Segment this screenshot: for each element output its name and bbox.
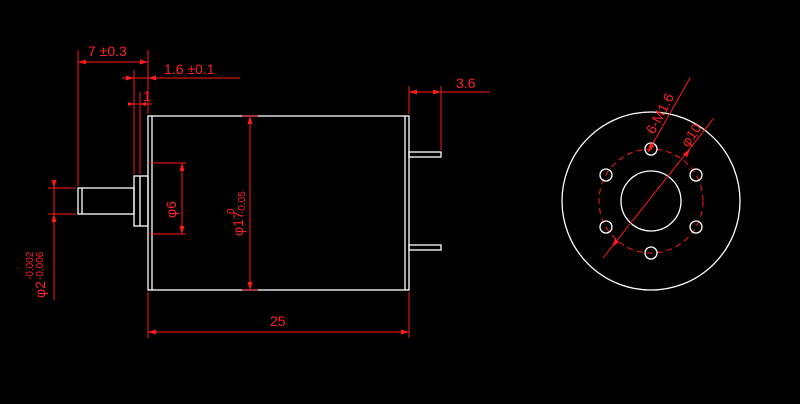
end-view: 6-M1.6 φ10 xyxy=(561,77,741,291)
end-pcd-circle xyxy=(598,148,704,254)
mounting-hole xyxy=(644,246,658,260)
terminal-top xyxy=(408,151,442,158)
dim-body-dia-upper: 0 xyxy=(226,208,237,214)
dim-terminal: 3.6 xyxy=(456,75,476,91)
dim-body-length: 25 xyxy=(270,313,286,329)
dim-body-dia-lower: -0.05 xyxy=(237,191,248,214)
mounting-holes xyxy=(599,142,703,260)
mounting-hole xyxy=(599,168,613,182)
dim-step: 1 xyxy=(143,88,151,104)
front-boss xyxy=(133,175,149,227)
dim-pcd: φ10 xyxy=(677,120,704,150)
dim-boss-dia: φ6 xyxy=(163,201,179,218)
dim-shaft-dia-lower: -0.006 xyxy=(35,251,46,280)
motor-body xyxy=(147,115,410,291)
leader-holes xyxy=(647,77,691,153)
dim-shaft-dia-main: φ2 xyxy=(32,281,48,298)
dim-body-dia-main: φ17 xyxy=(230,211,246,236)
terminal-bottom xyxy=(408,244,442,251)
dim-boss-length: 1.6 ±0.1 xyxy=(164,61,215,77)
shaft xyxy=(77,187,135,215)
dim-line-pcd xyxy=(602,117,715,259)
mounting-hole xyxy=(599,220,613,234)
dim-shaft-dia-upper: -0.002 xyxy=(25,251,36,280)
mounting-hole xyxy=(689,220,703,234)
dim-shaft-length: 7 ±0.3 xyxy=(88,43,127,59)
mounting-hole xyxy=(689,168,703,182)
dim-holes: 6-M1.6 xyxy=(643,90,678,136)
mounting-hole xyxy=(644,142,658,156)
side-dimensions: 7 ±0.3 1.6 ±0.1 1 3.6 25 φ6 xyxy=(25,43,490,338)
side-view xyxy=(77,115,442,291)
end-outer-circle xyxy=(561,111,741,291)
end-center-boss xyxy=(620,170,682,232)
